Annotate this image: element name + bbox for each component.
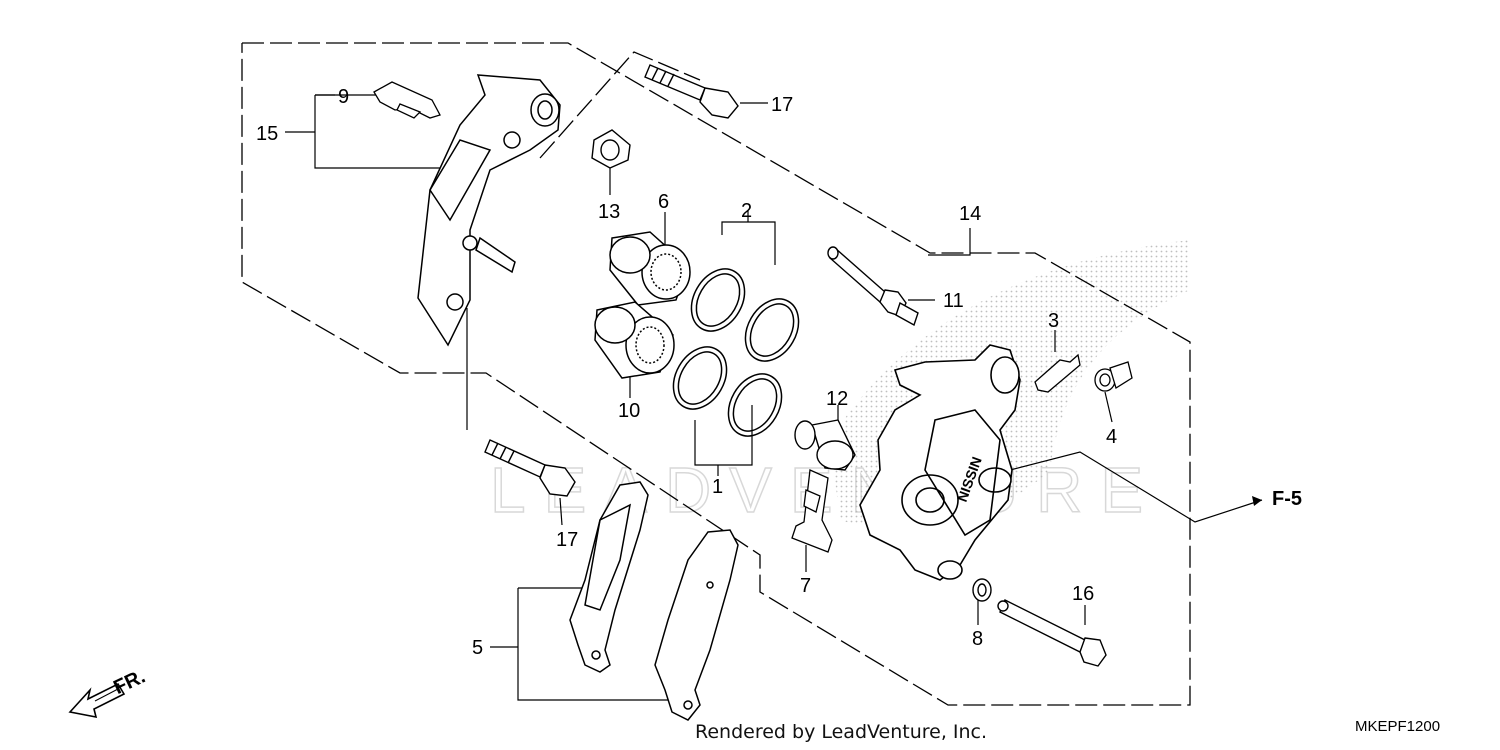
boot-pin xyxy=(794,419,856,471)
pad-pin-bolt xyxy=(997,599,1107,667)
brake-pad-inner xyxy=(569,481,649,673)
callout-3[interactable]: 3 xyxy=(1048,310,1059,332)
callout-13[interactable]: 13 xyxy=(598,201,620,223)
bolt-bottom xyxy=(484,439,576,497)
reference-label[interactable]: F-5 xyxy=(1272,488,1302,510)
callout-10[interactable]: 10 xyxy=(618,400,640,422)
render-credit: Rendered by LeadVenture, Inc. xyxy=(695,721,987,743)
o-ring xyxy=(972,578,992,602)
callout-8[interactable]: 8 xyxy=(972,628,983,650)
brake-pad-outer xyxy=(654,529,739,721)
bleeder-screw xyxy=(1034,353,1081,393)
callout-15[interactable]: 15 xyxy=(256,123,278,145)
callout-14[interactable]: 14 xyxy=(959,203,981,225)
front-direction-arrow-icon xyxy=(68,682,126,719)
diagram-code: MKEPF1200 xyxy=(1355,718,1440,735)
callout-16[interactable]: 16 xyxy=(1072,583,1094,605)
callout-17-top[interactable]: 17 xyxy=(771,94,793,116)
callout-2[interactable]: 2 xyxy=(741,200,752,222)
pin-boot xyxy=(591,129,631,169)
group-boundaries xyxy=(241,42,1191,706)
callout-17-bottom[interactable]: 17 xyxy=(556,529,578,551)
callout-4[interactable]: 4 xyxy=(1106,426,1117,448)
reference-arrowhead xyxy=(1252,496,1262,506)
bleeder-cap xyxy=(1094,361,1133,392)
pad-retainer-clip xyxy=(373,81,441,119)
callout-9[interactable]: 9 xyxy=(338,86,349,108)
piston-upper xyxy=(609,231,691,306)
piston-lower xyxy=(594,301,675,379)
piston-seals xyxy=(672,268,800,437)
callout-7[interactable]: 7 xyxy=(800,575,811,597)
caliper-pin xyxy=(827,246,919,327)
callout-6[interactable]: 6 xyxy=(658,191,669,213)
callout-5[interactable]: 5 xyxy=(472,637,483,659)
callout-1[interactable]: 1 xyxy=(712,476,723,498)
callout-12[interactable]: 12 xyxy=(826,388,848,410)
bolt-top xyxy=(644,64,739,119)
callout-11[interactable]: 11 xyxy=(943,290,964,312)
caliper-bracket xyxy=(417,74,561,347)
callout-labels: 1 2 3 4 5 6 7 8 9 10 11 12 13 14 15 16 1… xyxy=(256,86,1302,659)
pad-spring xyxy=(791,469,833,553)
caliper-body: NISSIN xyxy=(859,344,1021,581)
